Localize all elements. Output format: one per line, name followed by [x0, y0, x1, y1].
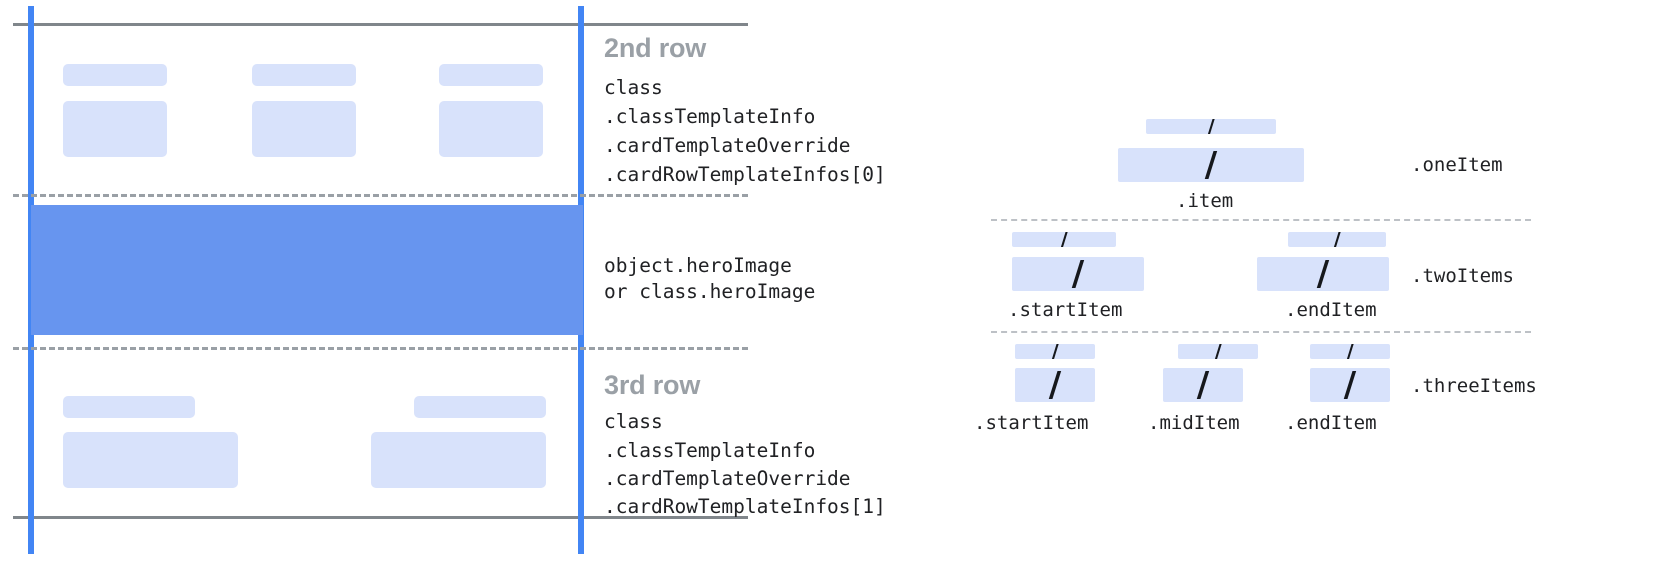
two-items-end-label: .endItem	[1285, 299, 1377, 321]
hero-code-line-2: or class.heroImage	[604, 280, 816, 303]
three-items-group-label: .threeItems	[1411, 375, 1537, 397]
two-items-start-thin-bar: /	[1012, 232, 1116, 247]
card-bottom-rule	[13, 516, 748, 519]
variant-divider-2	[991, 331, 1531, 333]
slash-glyph: /	[1316, 257, 1330, 291]
two-items-start-label: .startItem	[1008, 299, 1123, 321]
slash-glyph: /	[1214, 344, 1222, 359]
slash-glyph: /	[1346, 344, 1354, 359]
placeholder-body-3	[439, 101, 543, 157]
second-row-code-line-3: .cardTemplateOverride	[604, 134, 851, 157]
hero-code-line-1: object.heroImage	[604, 254, 792, 277]
three-items-mid-label: .midItem	[1148, 412, 1240, 434]
placeholder-body-4	[63, 432, 238, 488]
slash-glyph: /	[1048, 368, 1062, 402]
placeholder-label-5	[414, 396, 546, 418]
variant-divider-1	[991, 219, 1531, 221]
one-item-group-label: .oneItem	[1411, 154, 1503, 176]
slash-glyph: /	[1060, 232, 1068, 247]
row-divider-top	[13, 194, 748, 197]
one-item-thin-bar: /	[1146, 119, 1276, 134]
second-row-heading: 2nd row	[604, 33, 707, 63]
one-item-sub-label: .item	[1176, 190, 1234, 212]
one-item-thick-bar: /	[1118, 148, 1304, 182]
three-items-end-label: .endItem	[1285, 412, 1377, 434]
hero-image-band	[31, 205, 583, 335]
placeholder-label-3	[439, 64, 543, 86]
three-items-start-thin-bar: /	[1015, 344, 1095, 359]
third-row-code-line-4: .cardRowTemplateInfos[1]	[604, 495, 886, 518]
placeholder-body-5	[371, 432, 546, 488]
three-items-mid-thick-bar: /	[1163, 368, 1243, 402]
placeholder-body-1	[63, 101, 167, 157]
second-row-code-line-1: class	[604, 76, 663, 99]
placeholder-label-1	[63, 64, 167, 86]
slash-glyph: /	[1051, 344, 1059, 359]
second-row-code-line-4: .cardRowTemplateInfos[0]	[604, 163, 886, 186]
placeholder-label-2	[252, 64, 356, 86]
row-divider-bottom	[13, 347, 748, 350]
two-items-end-thin-bar: /	[1288, 232, 1386, 247]
third-row-code-line-1: class	[604, 410, 663, 433]
two-items-end-thick-bar: /	[1257, 257, 1389, 291]
card-top-rule	[13, 23, 748, 26]
third-row-heading: 3rd row	[604, 370, 701, 400]
three-items-end-thick-bar: /	[1310, 368, 1390, 402]
slash-glyph: /	[1071, 257, 1085, 291]
three-items-start-thick-bar: /	[1015, 368, 1095, 402]
third-row-code-line-2: .classTemplateInfo	[604, 439, 816, 462]
second-row-code-line-2: .classTemplateInfo	[604, 105, 816, 128]
slash-glyph: /	[1207, 119, 1215, 134]
slash-glyph: /	[1343, 368, 1357, 402]
slash-glyph: /	[1204, 148, 1218, 182]
three-items-start-label: .startItem	[974, 412, 1089, 434]
third-row-code-line-3: .cardTemplateOverride	[604, 467, 851, 490]
three-items-mid-thin-bar: /	[1178, 344, 1258, 359]
two-items-start-thick-bar: /	[1012, 257, 1144, 291]
slash-glyph: /	[1196, 368, 1210, 402]
slash-glyph: /	[1333, 232, 1341, 247]
placeholder-label-4	[63, 396, 195, 418]
three-items-end-thin-bar: /	[1310, 344, 1390, 359]
two-items-group-label: .twoItems	[1411, 265, 1514, 287]
placeholder-body-2	[252, 101, 356, 157]
